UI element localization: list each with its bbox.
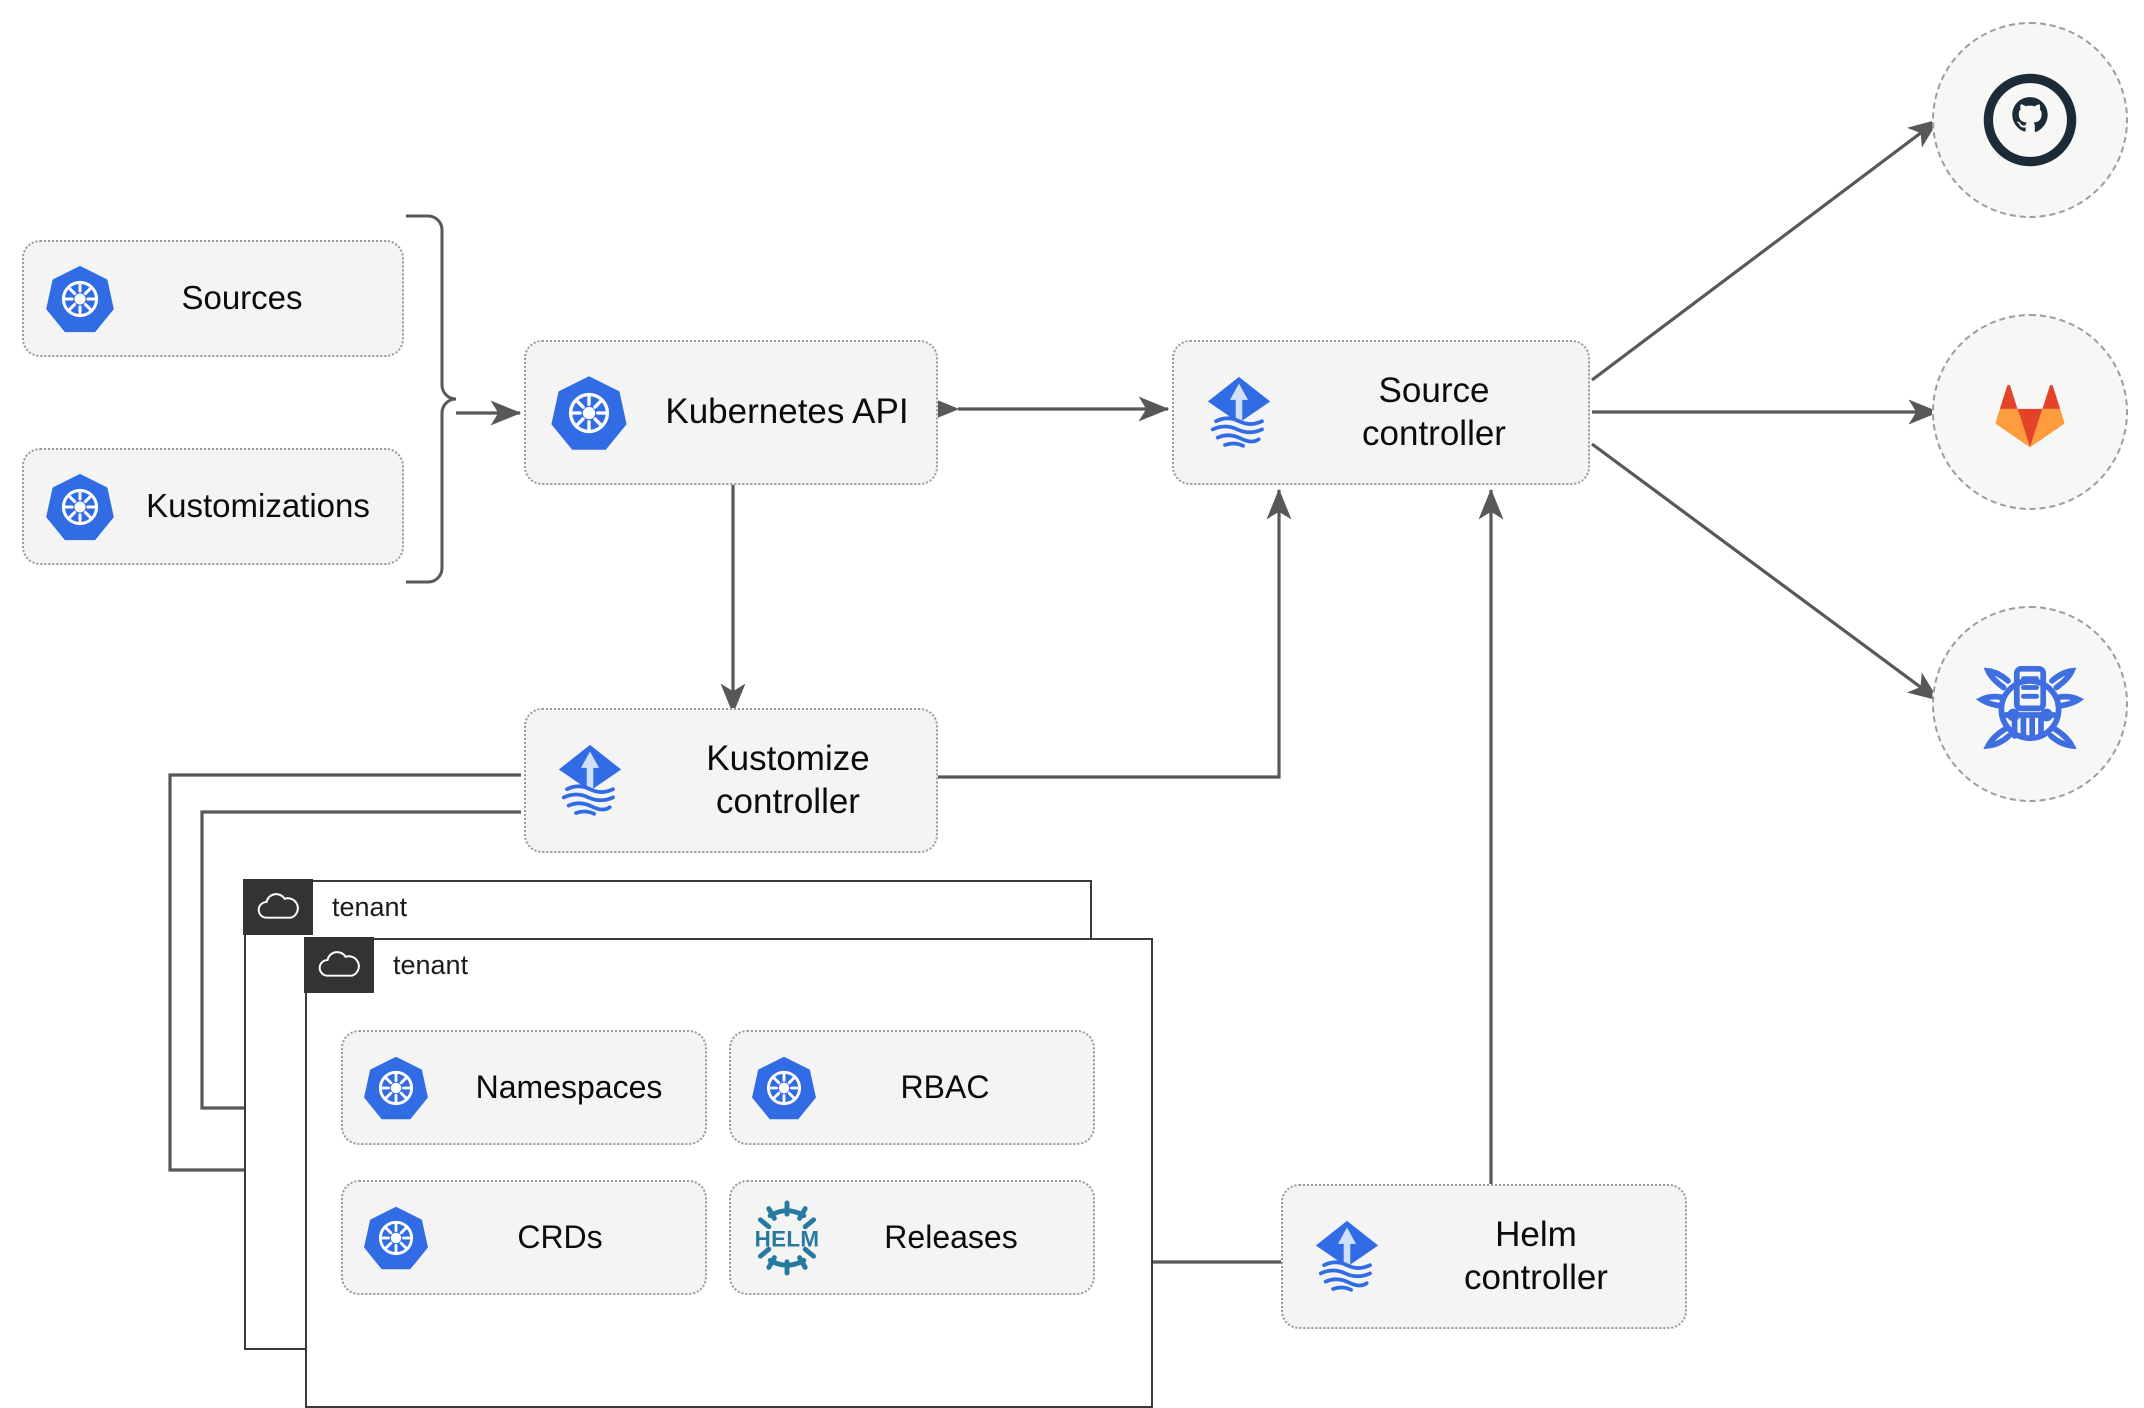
node-label: Kubernetes API [665,392,909,432]
node-kustomize-controller[interactable]: Kustomize controller [524,708,938,853]
kubernetes-icon [343,1054,449,1122]
kubernetes-icon [24,471,136,543]
kubernetes-icon [343,1204,449,1272]
flux-icon [1174,372,1304,454]
node-label: RBAC [900,1068,990,1105]
github-icon [1983,73,2077,167]
flux-icon [1283,1216,1411,1298]
gitlab-icon [1995,384,2065,448]
node-label: Helm controller [1464,1214,1608,1297]
node-kustomizations[interactable]: Kustomizations [22,448,404,565]
node-label: Sources [181,279,303,317]
node-label: Namespaces [475,1068,663,1105]
node-helm-controller[interactable]: Helm controller [1281,1184,1687,1329]
node-label: Kustomize controller [706,738,870,821]
cloud-icon [304,937,375,994]
tenant-container-inner[interactable]: tenant [304,937,1153,1408]
node-label: Kustomizations [146,487,370,525]
kubernetes-icon [526,373,652,453]
node-kubernetes-api[interactable]: Kubernetes API [524,340,938,485]
node-source-controller[interactable]: Source controller [1172,340,1590,485]
kubernetes-icon [24,263,136,335]
bucket-icon [1975,665,2085,750]
cloud-icon [243,879,314,936]
endpoint-bucket[interactable] [1932,606,2128,802]
tenant-label: tenant [332,891,408,922]
node-label: Source controller [1362,370,1506,453]
tenant-label: tenant [393,949,469,980]
node-releases[interactable]: HELM Releases [729,1180,1095,1295]
node-namespaces[interactable]: Namespaces [341,1030,707,1145]
node-rbac[interactable]: RBAC [729,1030,1095,1145]
node-sources[interactable]: Sources [22,240,404,357]
node-label: Releases [884,1218,1018,1255]
endpoint-github[interactable] [1932,22,2128,218]
svg-text:HELM: HELM [755,1226,820,1251]
flux-icon [526,740,654,822]
node-label: CRDs [517,1218,603,1255]
node-crds[interactable]: CRDs [341,1180,707,1295]
kubernetes-icon [731,1054,837,1122]
helm-icon: HELM [731,1200,843,1276]
endpoint-gitlab[interactable] [1932,314,2128,510]
